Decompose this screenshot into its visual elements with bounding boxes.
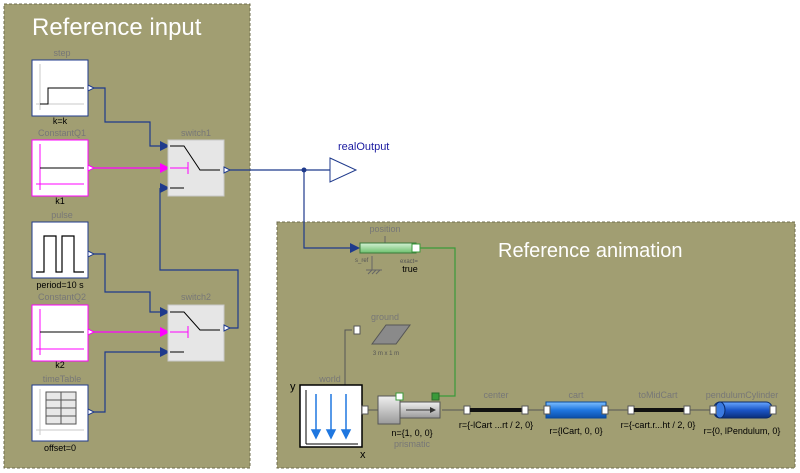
constant-q1-param: k1 [55, 196, 65, 206]
pulse-block[interactable]: pulse period=10 s [31, 210, 96, 290]
world-block[interactable]: world y x [290, 374, 369, 461]
constant-q2-param: k2 [55, 360, 65, 370]
cart-block[interactable]: cart r={lCart, 0, 0} [543, 390, 609, 436]
switch2-name: switch2 [181, 292, 211, 302]
constant-q1-block[interactable]: ConstantQ1 k1 [31, 128, 96, 206]
pulse-param: period=10 s [36, 280, 84, 290]
position-name: position [369, 224, 400, 234]
to-mid-cart-name: toMidCart [638, 390, 678, 400]
real-output-name: realOutput [338, 141, 389, 153]
ground-name: ground [371, 312, 399, 322]
time-table-block[interactable]: timeTable offset=0 [31, 374, 96, 453]
position-exact-label: exact= [400, 259, 418, 265]
pendulum-cylinder-block[interactable]: pendulumCylinder r={0, lPendulum, 0} [704, 390, 781, 436]
reference-animation-title: Reference animation [498, 240, 683, 262]
step-block[interactable]: step k=k [31, 48, 96, 126]
time-table-name: timeTable [43, 374, 82, 384]
prismatic-block[interactable]: n={1, 0, 0} prismatic [377, 392, 441, 449]
ground-dims: 3 m x 1 m [373, 351, 399, 357]
position-sref-label: s_ref [355, 258, 369, 264]
reference-animation-panel: Reference animation [276, 221, 796, 469]
constant-q2-name: ConstantQ2 [38, 292, 86, 302]
ground-block[interactable]: ground 3 m x 1 m [353, 312, 411, 357]
real-output-connector[interactable]: realOutput [329, 141, 389, 183]
world-axis-x: x [360, 449, 366, 461]
center-block[interactable]: center r={-lCart ...rt / 2, 0} [459, 390, 533, 430]
cart-param: r={lCart, 0, 0} [549, 426, 602, 436]
pendulum-cylinder-name: pendulumCylinder [706, 390, 779, 400]
boolean-connections [92, 167, 160, 333]
switch2-block[interactable]: switch2 [167, 292, 232, 362]
pulse-name: pulse [51, 210, 73, 220]
to-mid-cart-block[interactable]: toMidCart r={-cart.r...ht / 2, 0} [621, 390, 696, 430]
constant-q1-name: ConstantQ1 [38, 128, 86, 138]
center-param: r={-lCart ...rt / 2, 0} [459, 420, 533, 430]
boolean-arrows [160, 163, 170, 337]
world-axis-y: y [290, 381, 296, 393]
switch1-block[interactable]: switch1 [167, 128, 232, 197]
pendulum-cylinder-param: r={0, lPendulum, 0} [704, 426, 781, 436]
position-block[interactable]: position s_ref exact= true [355, 224, 421, 275]
to-mid-cart-param: r={-cart.r...ht / 2, 0} [621, 420, 696, 430]
time-table-param: offset=0 [44, 443, 76, 453]
position-exact-value: true [402, 264, 418, 274]
center-name: center [483, 390, 508, 400]
step-name: step [53, 48, 70, 58]
junction-dot [301, 167, 307, 173]
frame-connections [420, 247, 456, 397]
input-arrows [160, 141, 360, 357]
step-param: k=k [53, 116, 68, 126]
prismatic-name: prismatic [394, 439, 431, 449]
signal-connections [92, 87, 350, 413]
prismatic-param: n={1, 0, 0} [391, 428, 432, 438]
world-name: world [318, 374, 341, 384]
switch1-name: switch1 [181, 128, 211, 138]
cart-name: cart [568, 390, 584, 400]
reference-input-title: Reference input [32, 14, 202, 41]
constant-q2-block[interactable]: ConstantQ2 k2 [31, 292, 96, 370]
